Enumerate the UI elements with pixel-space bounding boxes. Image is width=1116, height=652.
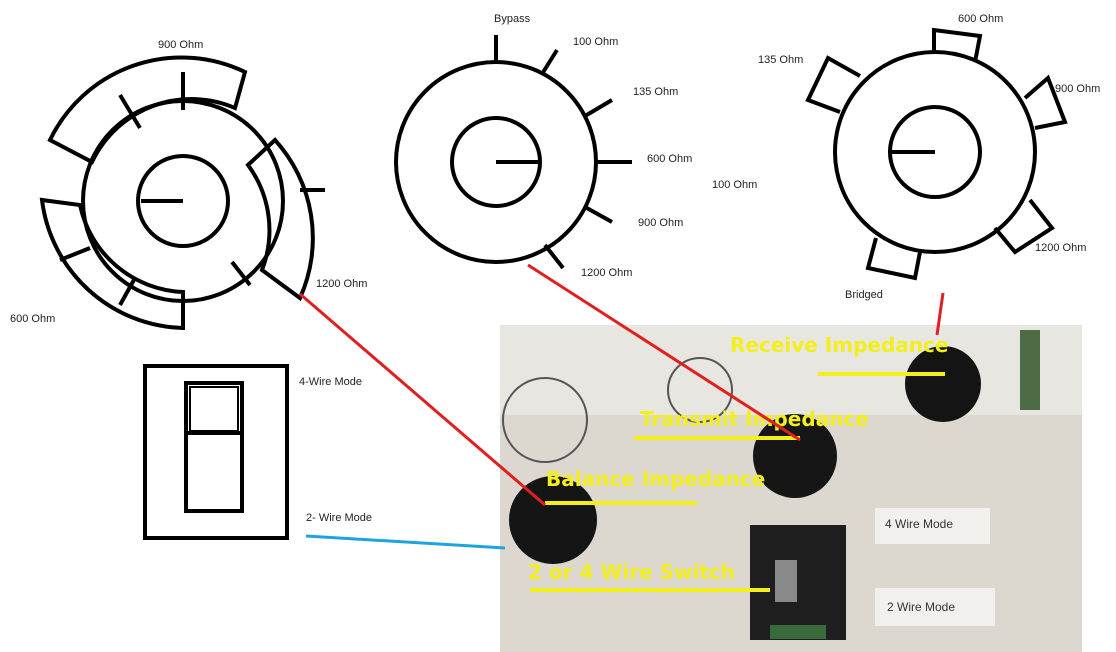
switch-diagram [145,366,287,538]
balance-impedance-label: Balance Impedance [546,467,765,491]
receive-impedance-label: Receive Impedance [730,333,948,357]
switch-diagram-toggle [190,387,238,431]
receive-label-600: 600 Ohm [958,13,1003,25]
receive-knob [905,346,981,422]
panel-label-2-wire: 2 Wire Mode [887,600,955,614]
device-photo: 4 Wire Mode 2 Wire Mode Receive Impedanc… [500,325,1082,652]
receive-label-bridged: Bridged [845,289,883,301]
switch-label: 2 or 4 Wire Switch [528,560,735,584]
switch-label-4-wire: 4-Wire Mode [299,376,362,388]
receive-label-900: 900 Ohm [1055,83,1100,95]
balance-label-600: 600 Ohm [10,313,55,325]
transmit-label-135: 135 Ohm [633,86,678,98]
terminal-block [1020,330,1040,410]
transmit-label-100: 100 Ohm [573,36,618,48]
switch-label-2-wire: 2- Wire Mode [306,512,372,524]
panel-label-4-wire: 4 Wire Mode [885,517,953,531]
receive-dial [808,30,1065,278]
balance-label-900: 900 Ohm [158,39,203,51]
transmit-label-900: 900 Ohm [638,217,683,229]
balance-dial [42,57,325,328]
switch-housing [750,525,846,640]
balance-label-1200: 1200 Ohm [316,278,367,290]
transmit-label-1200: 1200 Ohm [581,267,632,279]
switch-diagram-body [186,383,242,511]
receive-label-1200: 1200 Ohm [1035,242,1086,254]
transmit-dial [396,35,632,268]
balance-dial-segment [42,200,183,328]
transmit-label-bypass: Bypass [494,13,531,25]
switch-lever [775,560,797,602]
balance-dial-segment [50,57,245,162]
receive-label-100: 100 Ohm [712,179,757,191]
transmit-label-600: 600 Ohm [647,153,692,165]
switch-connector-line [306,536,505,548]
receive-label-135: 135 Ohm [758,54,803,66]
